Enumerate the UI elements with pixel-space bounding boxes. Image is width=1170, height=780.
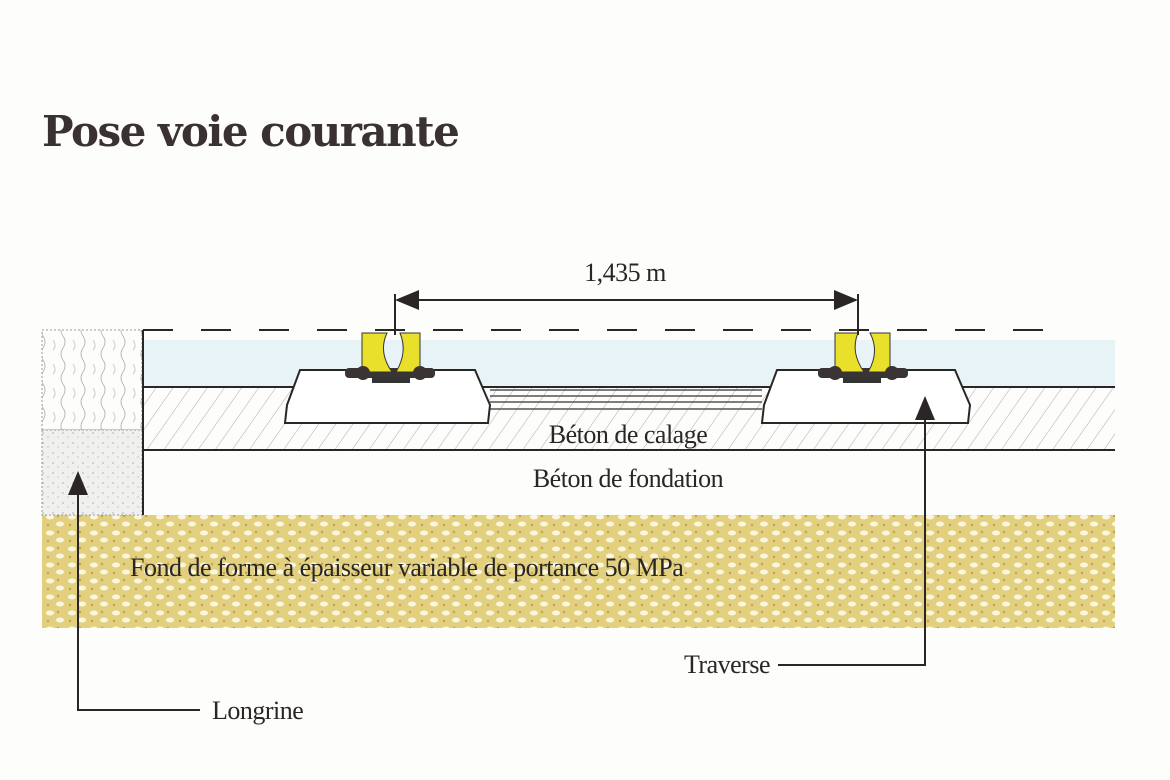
fondation-label: Béton de fondation [533, 464, 724, 493]
sleeper-tie-rods [490, 389, 762, 410]
rail-right [818, 332, 908, 383]
traverse-label: Traverse [684, 650, 770, 679]
calage-label: Béton de calage [549, 420, 708, 449]
longrine-leader [68, 471, 200, 711]
fond-de-forme-label: Fond de forme à épaisseur variable de po… [130, 553, 684, 582]
fond-de-forme-layer [42, 515, 1115, 628]
gauge-dimension [394, 290, 859, 335]
longrine-block [41, 329, 143, 516]
diagram-title: Pose voie courante [42, 107, 458, 156]
longrine-label: Longrine [212, 696, 303, 725]
top-band [143, 340, 1115, 386]
rail-left [345, 332, 435, 383]
gauge-label: 1,435 m [584, 258, 666, 287]
sleeper-left [283, 369, 492, 424]
traverse-leader [778, 396, 935, 666]
fondation-layer [143, 450, 1115, 515]
